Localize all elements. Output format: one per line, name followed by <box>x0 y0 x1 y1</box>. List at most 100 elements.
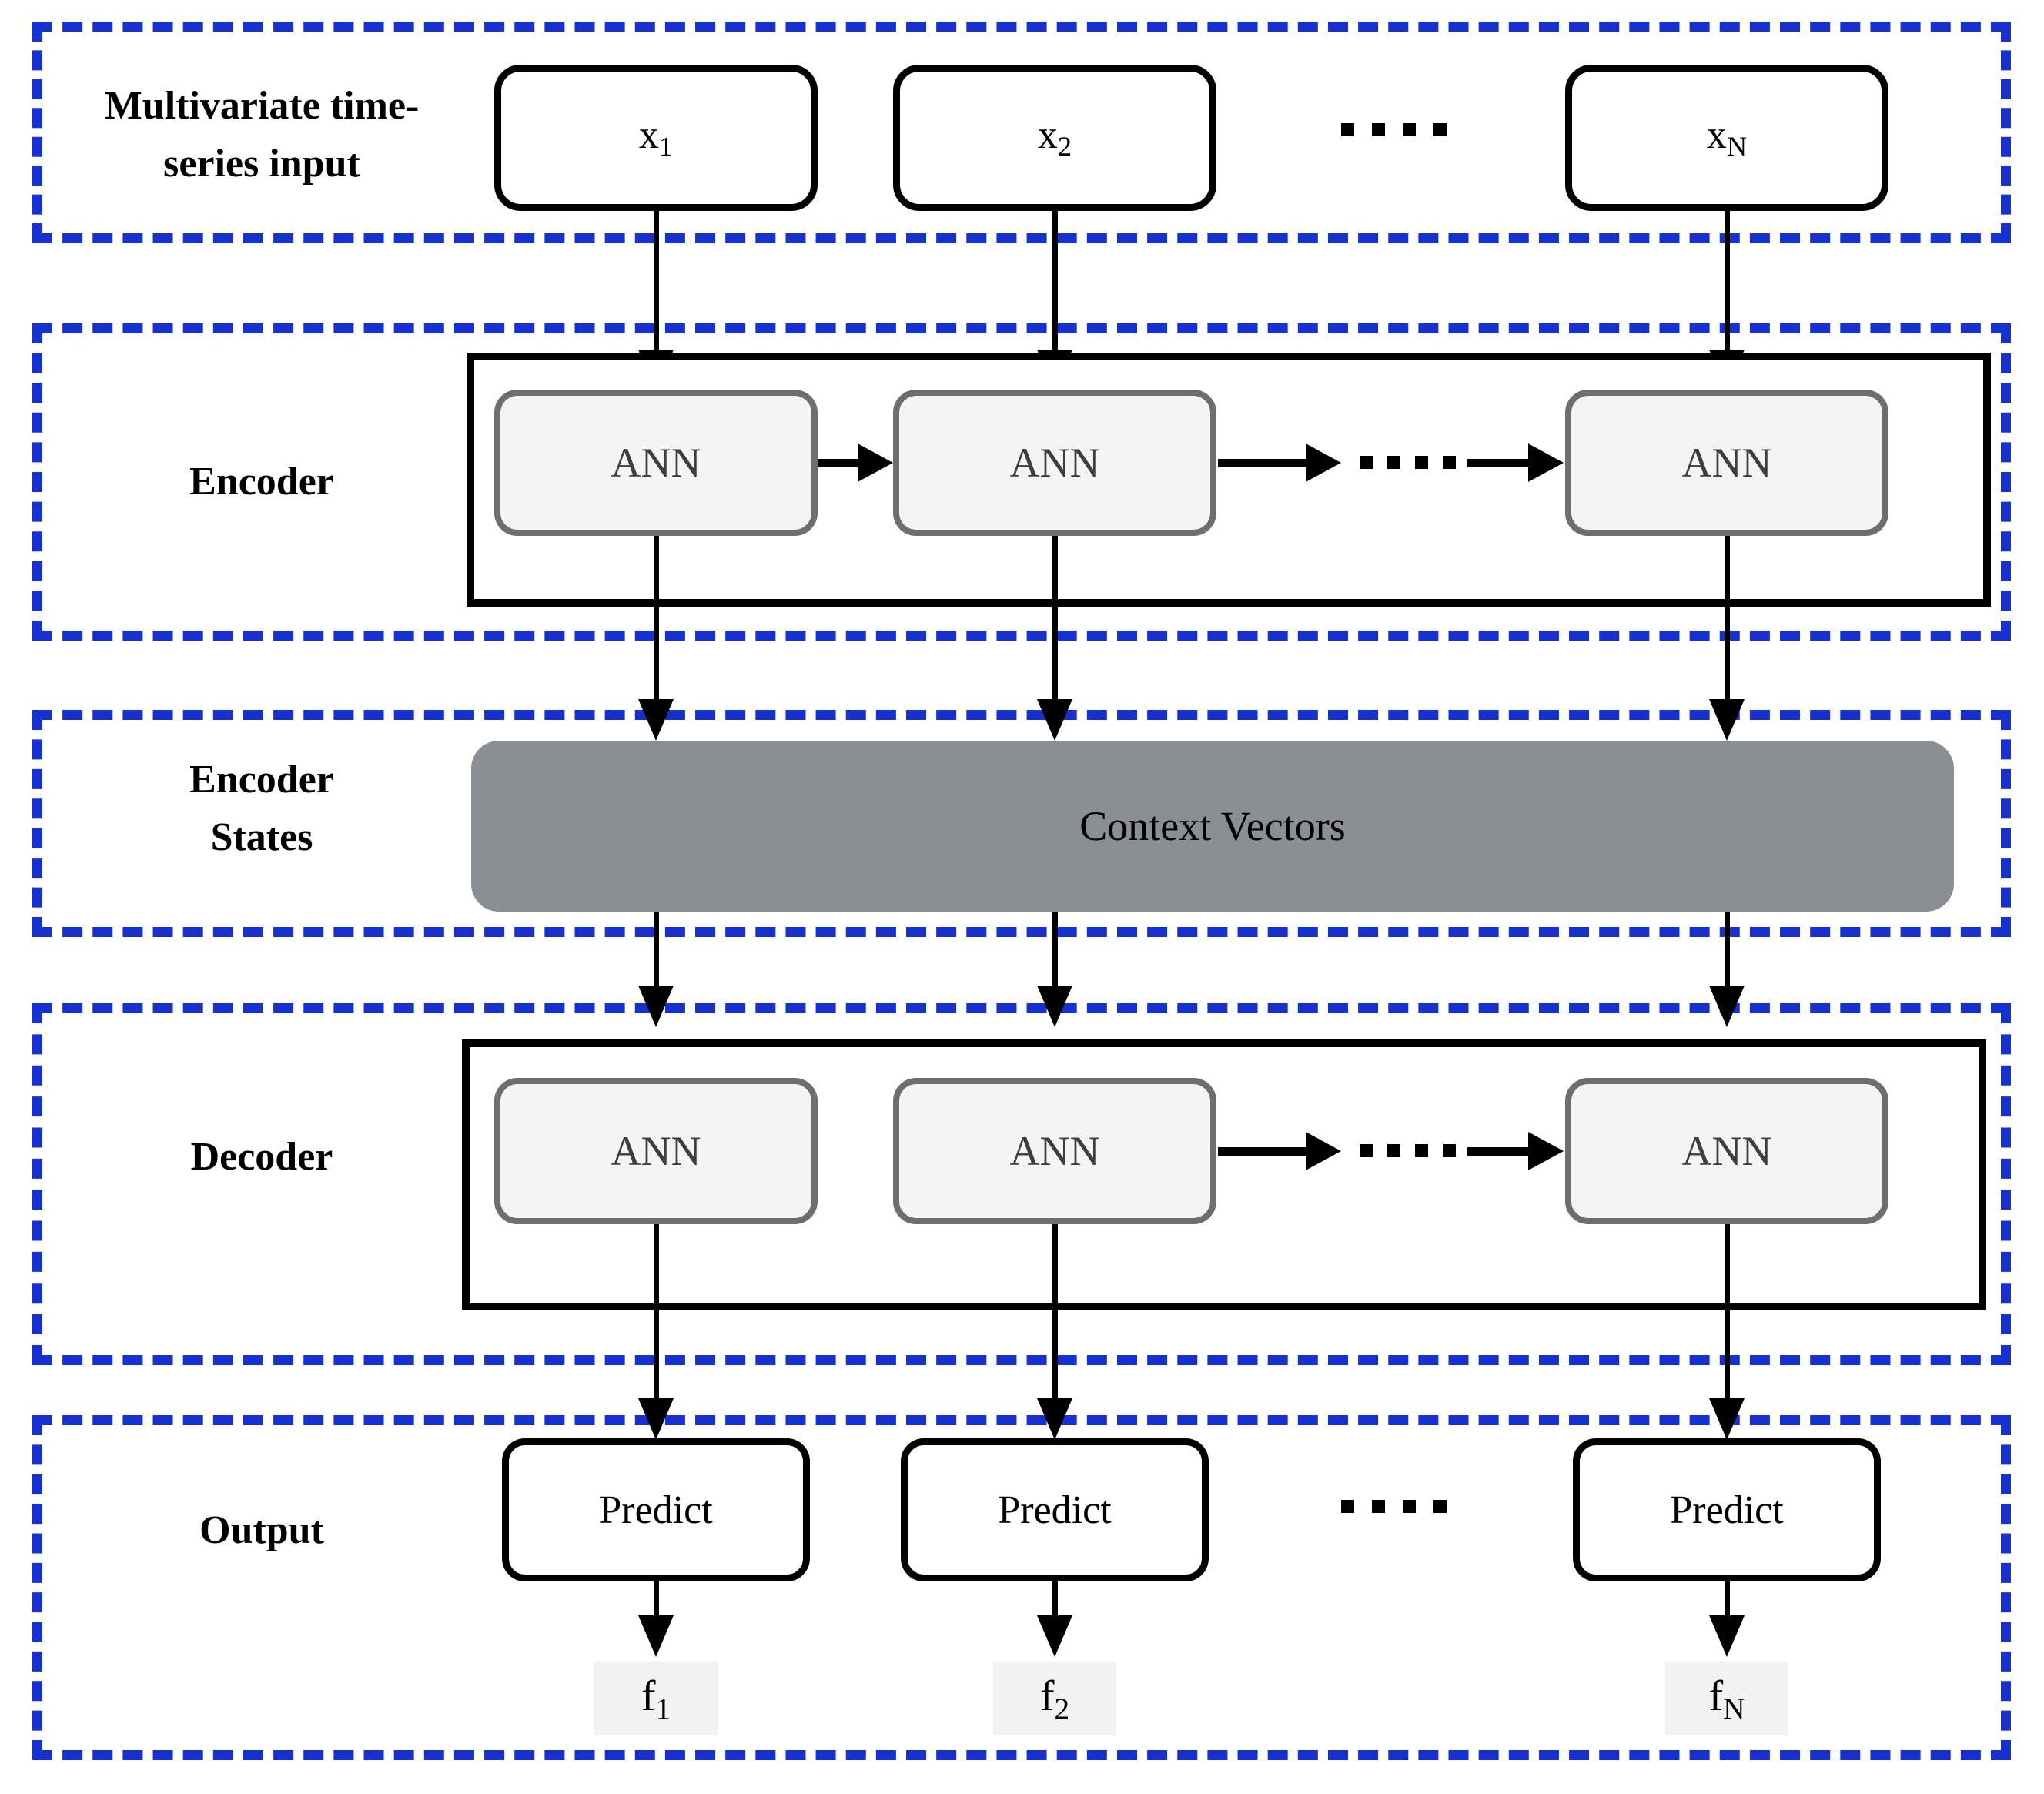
band-label-decoder: Decoder <box>190 1135 333 1179</box>
band-label-encoder: Encoder <box>189 460 334 504</box>
arrow-decoder2-to-predict2-head <box>1037 1398 1072 1440</box>
arrow-context-to-decoder1-line <box>654 912 659 986</box>
input-box-xn: xN <box>1565 65 1888 211</box>
arrow-predict2-to-f2-line <box>1052 1581 1058 1615</box>
arrow-dots-to-annn-line <box>1467 459 1530 467</box>
context-vectors-box: Context Vectors <box>471 741 1954 912</box>
band-encoder-states-frame <box>32 710 2011 937</box>
fn-base-text: f <box>1708 1672 1724 1720</box>
x2-base-text: x <box>1037 113 1058 158</box>
context-vectors-label: Context Vectors <box>1079 803 1346 849</box>
arrow-predictn-to-fn-line <box>1725 1581 1730 1615</box>
output-ellipsis-dot-icon <box>1372 1500 1385 1513</box>
f2-text: f2 <box>1040 1672 1069 1726</box>
predict-box-2-label: Predict <box>998 1488 1112 1532</box>
fn-text: fN <box>1709 1672 1745 1726</box>
predict-box-1: Predict <box>502 1438 810 1581</box>
encoder-ann-2: ANN <box>893 390 1216 536</box>
input-box-x1-label: x1 <box>639 112 673 162</box>
arrow-decoder2-to-predict2-line <box>1052 1224 1058 1398</box>
encoder-ann-1-label: ANN <box>611 440 701 486</box>
predict-box-n-label: Predict <box>1670 1488 1784 1532</box>
xn-base-text: x <box>1706 113 1727 158</box>
arrow-ann1-to-context-head <box>638 699 674 741</box>
predict-box-1-label: Predict <box>599 1488 713 1532</box>
f1-subscript-text: 1 <box>655 1692 671 1725</box>
predict-box-n: Predict <box>1573 1438 1881 1581</box>
arrow-decoder1-to-predict1-line <box>654 1224 659 1398</box>
encoder-ellipsis-dot-icon <box>1443 456 1456 469</box>
band-label-output: Output <box>199 1508 324 1552</box>
input-box-x2: x2 <box>893 65 1216 211</box>
f1-text: f1 <box>641 1672 671 1726</box>
arrow-dec-ann2-dots-head <box>1306 1132 1341 1170</box>
decoder-ann-2-label: ANN <box>1009 1128 1100 1174</box>
band-encoder-frame <box>32 323 2011 641</box>
arrow-dots-to-annn-head <box>1528 443 1564 482</box>
arrow-context-to-decoder2-head <box>1037 986 1072 1027</box>
input-ellipsis-dot-icon <box>1372 123 1385 136</box>
f1-base-text: f <box>641 1672 656 1720</box>
arrow-ann2-to-context-head <box>1037 699 1072 741</box>
band-label-input: Multivariate time- series input <box>54 77 470 193</box>
band-label-encoder-states: Encoder States <box>54 751 470 867</box>
band-input-frame <box>32 22 2011 243</box>
arrow-annn-to-context-head <box>1709 699 1745 741</box>
band-output-frame <box>32 1415 2011 1760</box>
f2-base-text: f <box>1039 1672 1055 1720</box>
arrow-xn-to-annn-line <box>1725 211 1730 350</box>
x2-subscript-text: 2 <box>1057 131 1072 162</box>
input-ellipsis-dot-icon <box>1341 123 1354 136</box>
band-label-input-line1: Multivariate time- <box>104 84 420 128</box>
arrow-ann1-to-ann2-line <box>818 459 861 467</box>
arrow-ann2-dots-head <box>1306 443 1341 482</box>
encoder-ann-n-label: ANN <box>1681 440 1772 486</box>
output-ellipsis-dot-icon <box>1341 1500 1354 1513</box>
arrow-predictn-to-fn-head <box>1709 1615 1745 1657</box>
input-box-x2-label: x2 <box>1038 112 1072 162</box>
input-box-xn-label: xN <box>1707 112 1747 162</box>
encoder-ann-1: ANN <box>494 390 818 536</box>
f2-subscript-text: 2 <box>1054 1692 1070 1725</box>
fn-subscript-text: N <box>1723 1692 1745 1725</box>
decoder-ellipsis-dot-icon <box>1415 1144 1428 1157</box>
decoder-ann-1-label: ANN <box>611 1128 701 1174</box>
arrow-context-to-decoder2-line <box>1052 912 1058 986</box>
arrow-predict1-to-f1-line <box>654 1581 659 1615</box>
xn-subscript-text: N <box>1726 131 1748 162</box>
input-box-x1: x1 <box>494 65 818 211</box>
arrow-dec-dots-to-annn-line <box>1467 1147 1530 1156</box>
encoder-ann-n: ANN <box>1565 390 1888 536</box>
arrow-ann1-to-context-line <box>654 536 659 699</box>
decoder-ann-n-label: ANN <box>1681 1128 1772 1174</box>
arrow-ann1-to-ann2-head <box>858 443 893 482</box>
x1-base-text: x <box>638 113 659 158</box>
input-ellipsis-dot-icon <box>1433 123 1447 136</box>
band-label-input-line2: series input <box>163 142 360 186</box>
arrow-ann2-dots-line <box>1218 459 1307 467</box>
output-label-fn: fN <box>1665 1662 1788 1735</box>
output-label-f1: f1 <box>594 1662 718 1735</box>
arrow-ann2-to-context-line <box>1052 536 1058 699</box>
decoder-ellipsis-dot-icon <box>1387 1144 1400 1157</box>
decoder-ellipsis-dot-icon <box>1443 1144 1456 1157</box>
arrow-dec-dots-to-annn-head <box>1528 1132 1564 1170</box>
arrow-decodern-to-predictn-head <box>1709 1398 1745 1440</box>
input-ellipsis-dot-icon <box>1403 123 1416 136</box>
output-ellipsis-dot-icon <box>1433 1500 1447 1513</box>
arrow-predict2-to-f2-head <box>1037 1615 1072 1657</box>
decoder-ann-2: ANN <box>893 1078 1216 1224</box>
decoder-ellipsis-dot-icon <box>1360 1144 1373 1157</box>
encoder-ellipsis-dot-icon <box>1360 456 1373 469</box>
predict-box-2: Predict <box>901 1438 1209 1581</box>
decoder-ann-n: ANN <box>1565 1078 1888 1224</box>
arrow-dec-ann2-dots-line <box>1218 1147 1307 1156</box>
band-label-encoder-states-line2: States <box>210 815 313 860</box>
output-ellipsis-dot-icon <box>1403 1500 1416 1513</box>
output-label-f2: f2 <box>993 1662 1116 1735</box>
arrow-context-to-decoder1-head <box>638 986 674 1027</box>
arrow-annn-to-context-line <box>1725 536 1730 699</box>
arrow-context-to-decodern-line <box>1725 912 1730 986</box>
band-label-encoder-states-line1: Encoder <box>189 758 334 802</box>
